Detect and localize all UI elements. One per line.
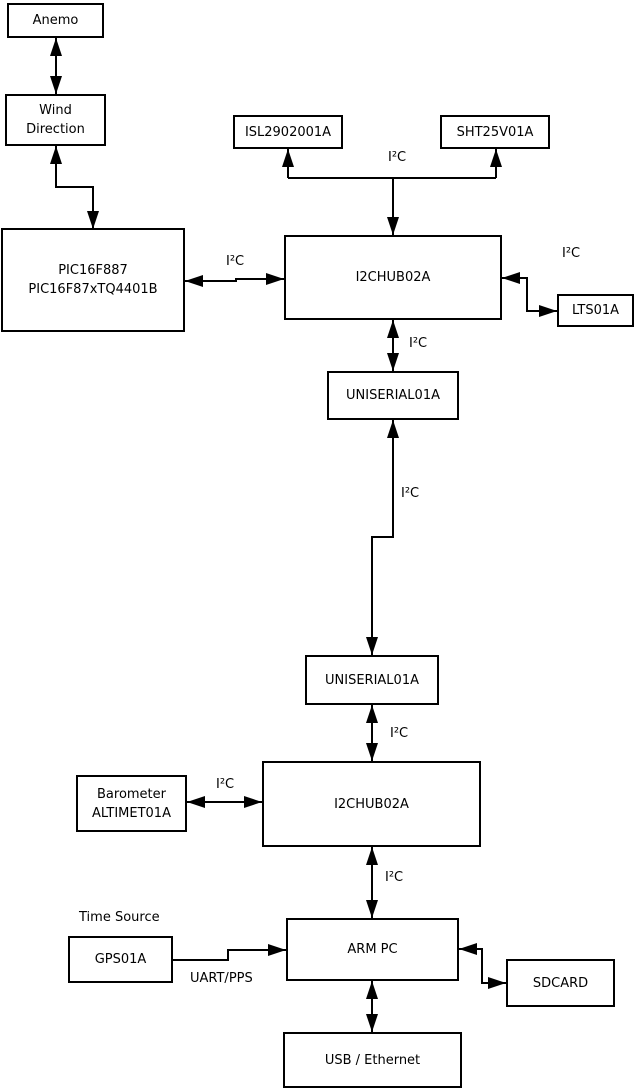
- box-barometer-altimet01a-label: Barometer ALTIMET01A: [92, 786, 171, 821]
- connector-i2chub-top-lts: [502, 272, 557, 317]
- connector-pic-i2chub-top: [185, 273, 284, 287]
- box-i2chub02a-top-label: I2CHUB02A: [355, 270, 431, 285]
- box-uniserial01a-bottom-label: UNISERIAL01A: [325, 672, 419, 688]
- box-uniserial01a-top-label: UNISERIAL01A: [346, 388, 440, 403]
- box-anemo-label: Anemo: [32, 13, 79, 28]
- box-sdcard: SDCARD: [506, 959, 615, 1007]
- box-gps01a-label: GPS01A: [94, 952, 147, 967]
- box-arm-pc-label: ARM PC: [347, 942, 398, 957]
- box-usb-ethernet-label: USB / Ethernet: [324, 1052, 421, 1068]
- label-i2c-uniserial-hub2: I²C: [390, 726, 409, 741]
- label-i2c-barometer: I²C: [216, 777, 235, 792]
- box-uniserial01a-bottom: UNISERIAL01A: [305, 655, 439, 705]
- box-sht25v01a: SHT25V01A: [440, 115, 550, 149]
- box-arm-pc: ARM PC: [286, 918, 459, 981]
- label-i2c-lts: I²C: [562, 246, 581, 261]
- label-i2c-sensor-bus: I²C: [388, 150, 407, 165]
- box-usb-ethernet: USB / Ethernet: [283, 1032, 462, 1088]
- box-lts01a: LTS01A: [557, 294, 634, 327]
- box-gps01a: GPS01A: [68, 936, 173, 983]
- box-pic16f887-label: PIC16F887 PIC16F87xTQ4401B: [28, 263, 158, 297]
- label-i2c-hub2-armpc: I²C: [385, 870, 404, 885]
- box-barometer-altimet01a: Barometer ALTIMET01A: [76, 775, 187, 832]
- label-uart-pps: UART/PPS: [190, 971, 253, 986]
- box-wind-direction: Wind Direction: [5, 94, 106, 146]
- label-i2c-long-link: I²C: [401, 486, 420, 501]
- label-i2c-hub-uniserial: I²C: [409, 336, 428, 351]
- box-anemo: Anemo: [7, 3, 104, 38]
- connector-winddirection-pic: [50, 146, 99, 229]
- connector-gps-armpc: [173, 944, 286, 961]
- box-isl2902001a: ISL2902001A: [233, 115, 343, 149]
- box-i2chub02a-bottom: I2CHUB02A: [262, 761, 481, 847]
- label-time-source: Time Source: [79, 910, 160, 925]
- box-pic16f887: PIC16F887 PIC16F87xTQ4401B: [1, 228, 185, 332]
- label-i2c-pic: I²C: [226, 254, 245, 269]
- box-wind-direction-label: Wind Direction: [26, 103, 85, 137]
- box-i2chub02a-top: I2CHUB02A: [284, 235, 502, 320]
- box-isl2902001a-label: ISL2902001A: [244, 124, 332, 140]
- box-i2chub02a-bottom-label: I2CHUB02A: [334, 796, 409, 812]
- connector-uniserial-top-uniserial-bottom: [366, 420, 399, 655]
- box-uniserial01a-top: UNISERIAL01A: [327, 371, 459, 420]
- box-lts01a-label: LTS01A: [571, 303, 620, 318]
- box-sdcard-label: SDCARD: [532, 975, 589, 991]
- box-sht25v01a-label: SHT25V01A: [456, 124, 534, 140]
- connector-armpc-sdcard: [459, 943, 506, 989]
